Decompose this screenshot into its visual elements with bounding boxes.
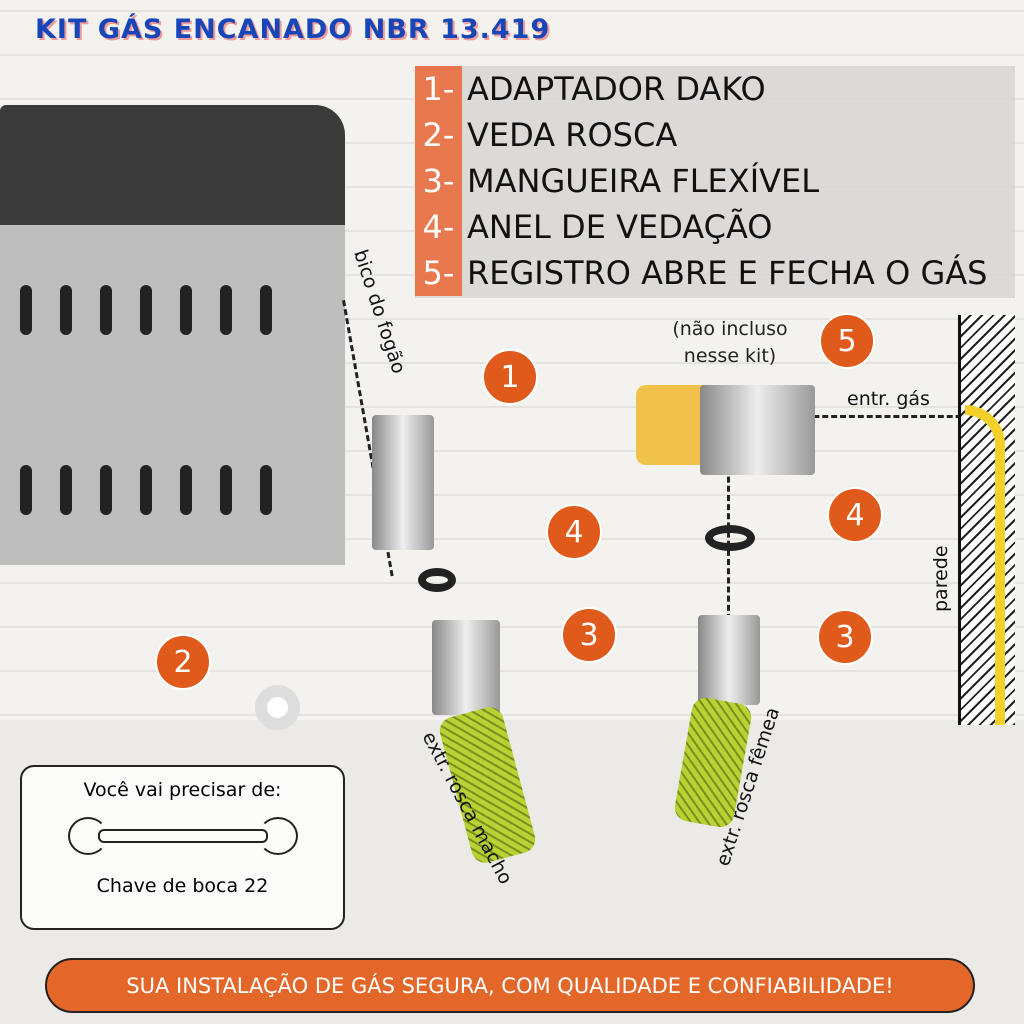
- page-title: KIT GÁS ENCANADO NBR 13.419: [35, 14, 551, 45]
- part-item: 5-REGISTRO ABRE E FECHA O GÁS: [415, 250, 987, 296]
- part-number: 1-: [415, 66, 462, 112]
- bottom-banner: SUA INSTALAÇÃO DE GÁS SEGURA, COM QUALID…: [45, 958, 975, 1013]
- gas-valve-image: [700, 385, 815, 475]
- part-item: 2-VEDA ROSCA: [415, 112, 677, 158]
- part-number: 5-: [415, 250, 462, 296]
- part-item: 1-ADAPTADOR DAKO: [415, 66, 766, 112]
- sealing-ring-image: [705, 525, 755, 551]
- note-line: nesse kit): [683, 345, 777, 367]
- tools-needed-box: Você vai precisar de: Chave de boca 22: [20, 765, 345, 930]
- part-number: 3-: [415, 158, 462, 204]
- part-label: MANGUEIRA FLEXÍVEL: [467, 162, 820, 200]
- marker-5: 5: [819, 313, 875, 369]
- marker-1: 1: [482, 349, 538, 405]
- wall-label: parede: [930, 545, 952, 612]
- stove-image: [0, 105, 345, 565]
- wrench-icon: [67, 817, 298, 855]
- hose-female-fitting: [698, 615, 760, 705]
- tool-name: Chave de boca 22: [96, 875, 269, 897]
- marker-4: 4: [546, 504, 602, 560]
- marker-3: 3: [561, 607, 617, 663]
- gas-inlet-line: [760, 415, 1015, 418]
- part-label: VEDA ROSCA: [467, 116, 678, 154]
- tools-heading: Você vai precisar de:: [83, 779, 282, 801]
- marker-4: 4: [827, 487, 883, 543]
- marker-2: 2: [155, 634, 211, 690]
- part-label: ADAPTADOR DAKO: [467, 70, 766, 108]
- wall-hatch: [958, 315, 1015, 725]
- part-label: REGISTRO ABRE E FECHA O GÁS: [467, 254, 988, 292]
- sealing-ring-image: [418, 568, 456, 592]
- part-number: 4-: [415, 204, 462, 250]
- note-line: (não incluso: [672, 318, 788, 340]
- parts-list: 1-ADAPTADOR DAKO 2-VEDA ROSCA 3-MANGUEIR…: [415, 66, 1015, 298]
- part-number: 2-: [415, 112, 462, 158]
- thread-tape-image: [255, 685, 300, 730]
- part-item: 3-MANGUEIRA FLEXÍVEL: [415, 158, 819, 204]
- gas-inlet-label: entr. gás: [847, 388, 930, 410]
- marker-3: 3: [817, 609, 873, 665]
- dako-adapter-image: [372, 415, 434, 550]
- part-item: 4-ANEL DE VEDAÇÃO: [415, 204, 772, 250]
- hose-male-fitting: [432, 620, 500, 715]
- gas-pipe: [965, 405, 1005, 725]
- part-label: ANEL DE VEDAÇÃO: [467, 208, 773, 246]
- not-included-note: (não incluso nesse kit): [660, 316, 800, 370]
